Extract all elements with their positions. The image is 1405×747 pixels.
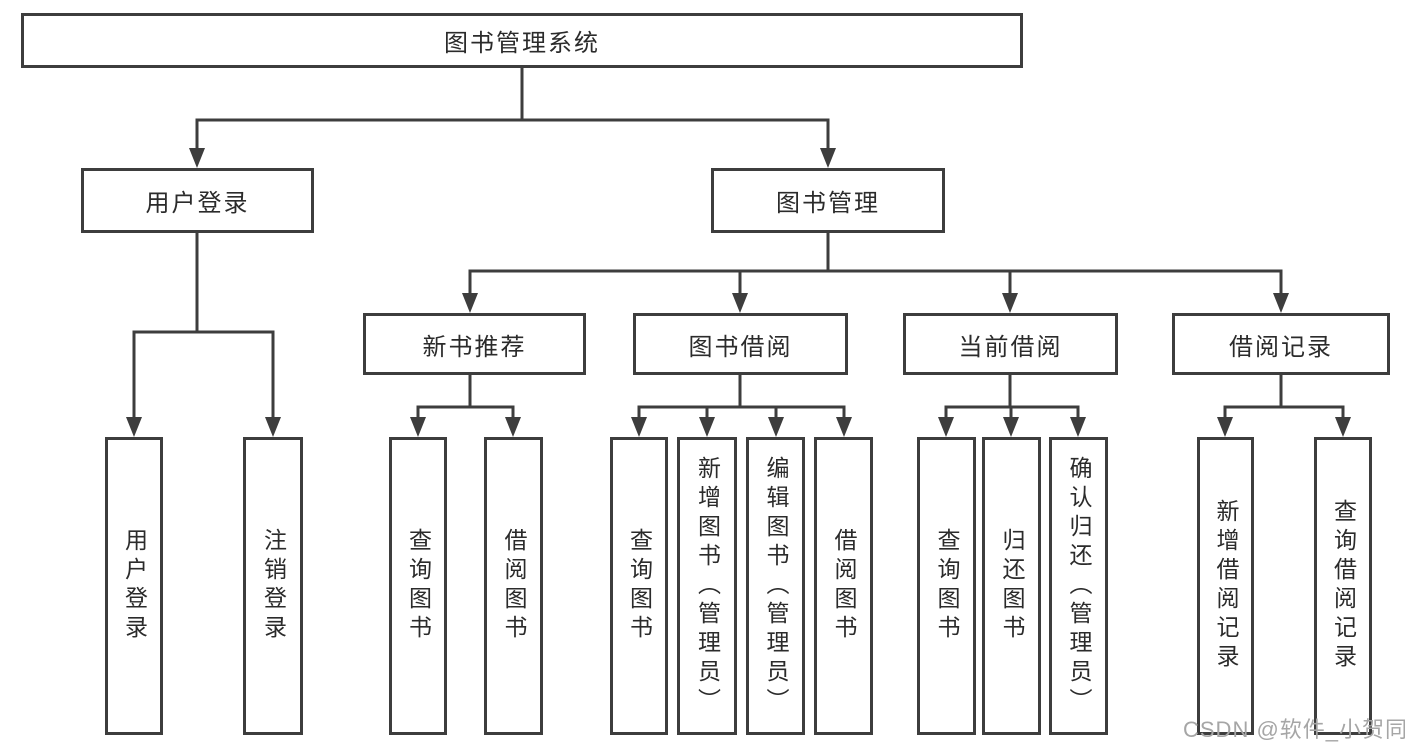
node-root: 图书管理系统	[21, 13, 1023, 68]
leaf-user-login: 用户登录	[105, 437, 163, 735]
leaf-borrowing-query-books: 查询图书	[610, 437, 668, 735]
node-user-login: 用户登录	[81, 168, 314, 233]
leaf-borrowing-add-books-admin: 新增图书（管理员）	[677, 437, 737, 735]
node-new-book-recommendation: 新书推荐	[363, 313, 586, 375]
node-current-borrowing: 当前借阅	[903, 313, 1118, 375]
leaf-borrowing-edit-books-admin: 编辑图书（管理员）	[746, 437, 805, 735]
watermark-text: CSDN @软件_小贺同学	[1183, 717, 1405, 742]
node-borrowing-records: 借阅记录	[1172, 313, 1390, 375]
node-book-borrowing: 图书借阅	[633, 313, 848, 375]
node-book-management: 图书管理	[711, 168, 945, 233]
leaf-current-query-books: 查询图书	[917, 437, 976, 735]
leaf-borrowing-borrow-books: 借阅图书	[814, 437, 873, 735]
arrowheads	[126, 148, 1351, 437]
leaf-recommend-borrow-books: 借阅图书	[484, 437, 543, 735]
leaf-records-query-record: 查询借阅记录	[1314, 437, 1372, 735]
leaf-records-add-record: 新增借阅记录	[1197, 437, 1254, 735]
leaf-current-confirm-return-admin: 确认归还（管理员）	[1049, 437, 1108, 735]
leaf-current-return-books: 归还图书	[982, 437, 1041, 735]
leaf-logout: 注销登录	[243, 437, 303, 735]
leaf-recommend-query-books: 查询图书	[389, 437, 447, 735]
